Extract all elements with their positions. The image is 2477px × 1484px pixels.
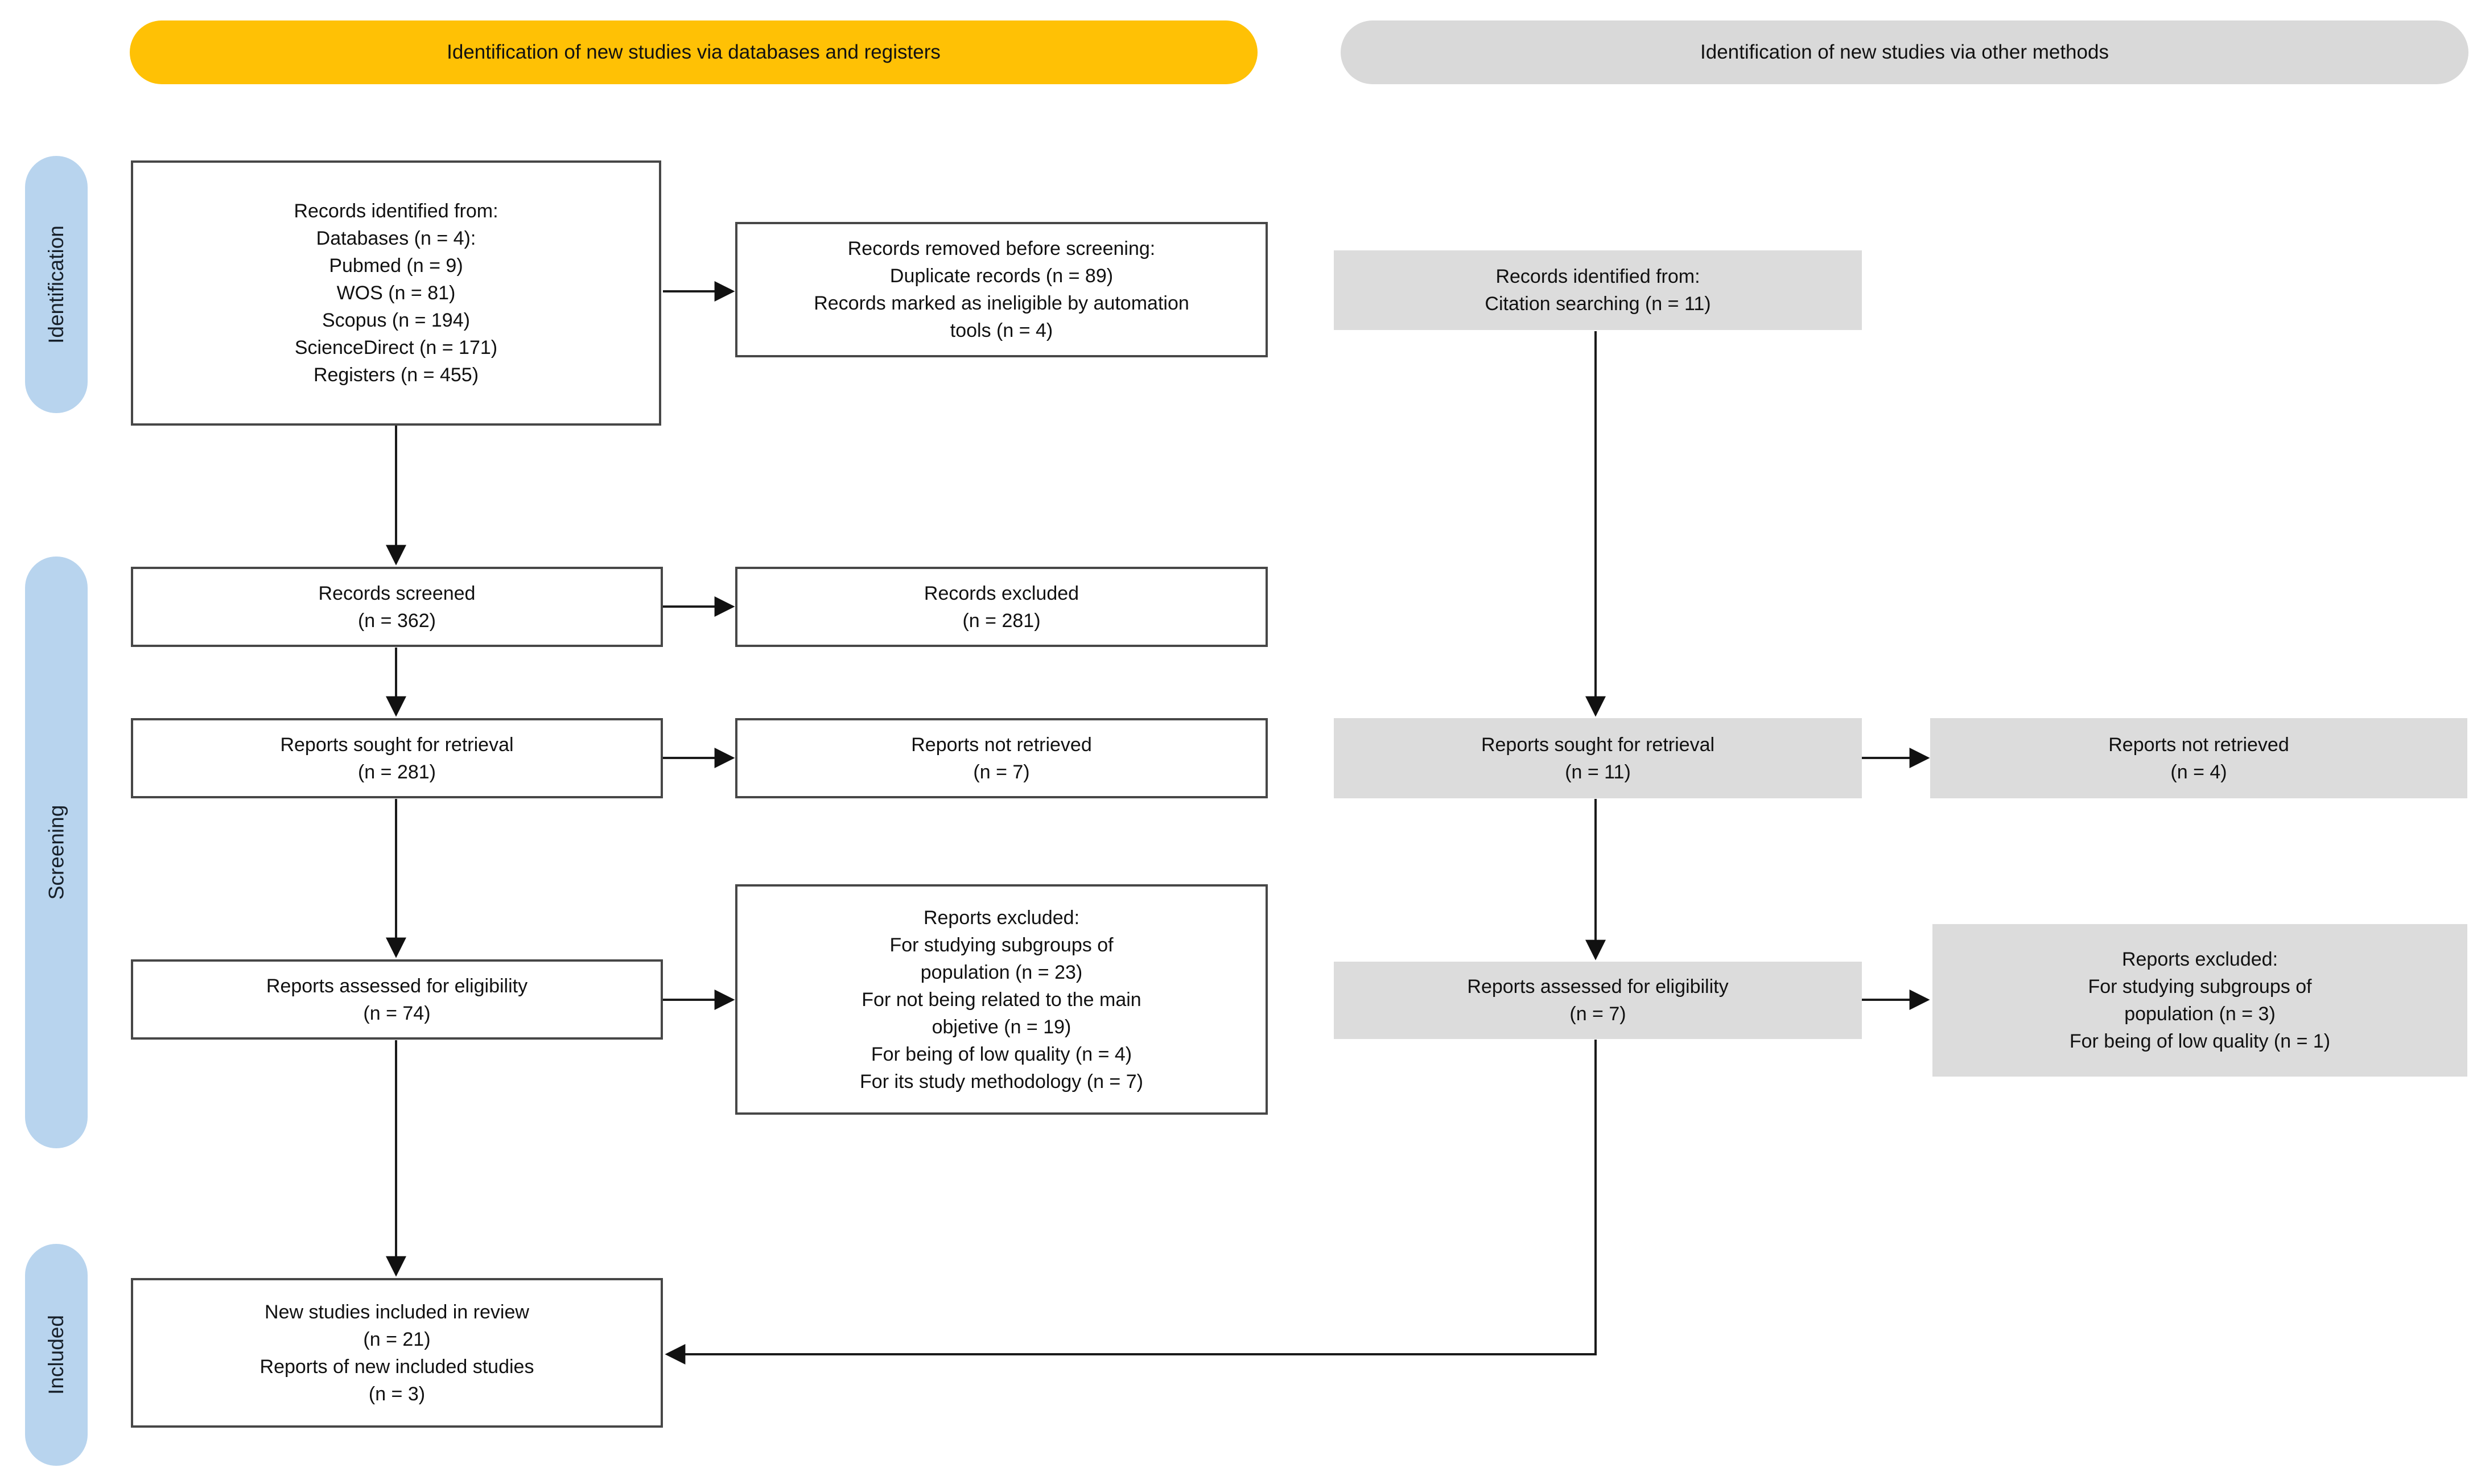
stage-label-identification: Identification bbox=[25, 156, 88, 413]
header-other-methods-label: Identification of new studies via other … bbox=[1700, 41, 2109, 63]
box-reports-assessed-other: Reports assessed for eligibility (n = 7) bbox=[1334, 962, 1862, 1039]
box-reports-assessed-databases: Reports assessed for eligibility (n = 74… bbox=[131, 959, 663, 1040]
header-other-methods: Identification of new studies via other … bbox=[1341, 20, 2468, 84]
box-records-identified-other: Records identified from: Citation search… bbox=[1334, 250, 1862, 330]
header-databases-registers-label: Identification of new studies via databa… bbox=[447, 41, 941, 63]
box-reports-not-retrieved-databases: Reports not retrieved (n = 7) bbox=[735, 718, 1268, 798]
box-reports-excluded-other: Reports excluded: For studying subgroups… bbox=[1932, 924, 2467, 1077]
box-reports-sought-databases: Reports sought for retrieval (n = 281) bbox=[131, 718, 663, 798]
box-new-studies-included: New studies included in review (n = 21) … bbox=[131, 1278, 663, 1428]
box-records-identified-databases: Records identified from: Databases (n = … bbox=[131, 160, 661, 426]
box-records-excluded: Records excluded (n = 281) bbox=[735, 567, 1268, 647]
box-reports-not-retrieved-other: Reports not retrieved (n = 4) bbox=[1930, 718, 2467, 798]
stage-label-screening: Screening bbox=[25, 556, 88, 1148]
box-reports-sought-other: Reports sought for retrieval (n = 11) bbox=[1334, 718, 1862, 798]
stage-label-included: Included bbox=[25, 1244, 88, 1466]
box-reports-excluded-databases: Reports excluded: For studying subgroups… bbox=[735, 884, 1268, 1115]
box-records-removed-before-screening: Records removed before screening: Duplic… bbox=[735, 222, 1268, 357]
box-records-screened: Records screened (n = 362) bbox=[131, 567, 663, 647]
header-databases-registers: Identification of new studies via databa… bbox=[130, 20, 1258, 84]
